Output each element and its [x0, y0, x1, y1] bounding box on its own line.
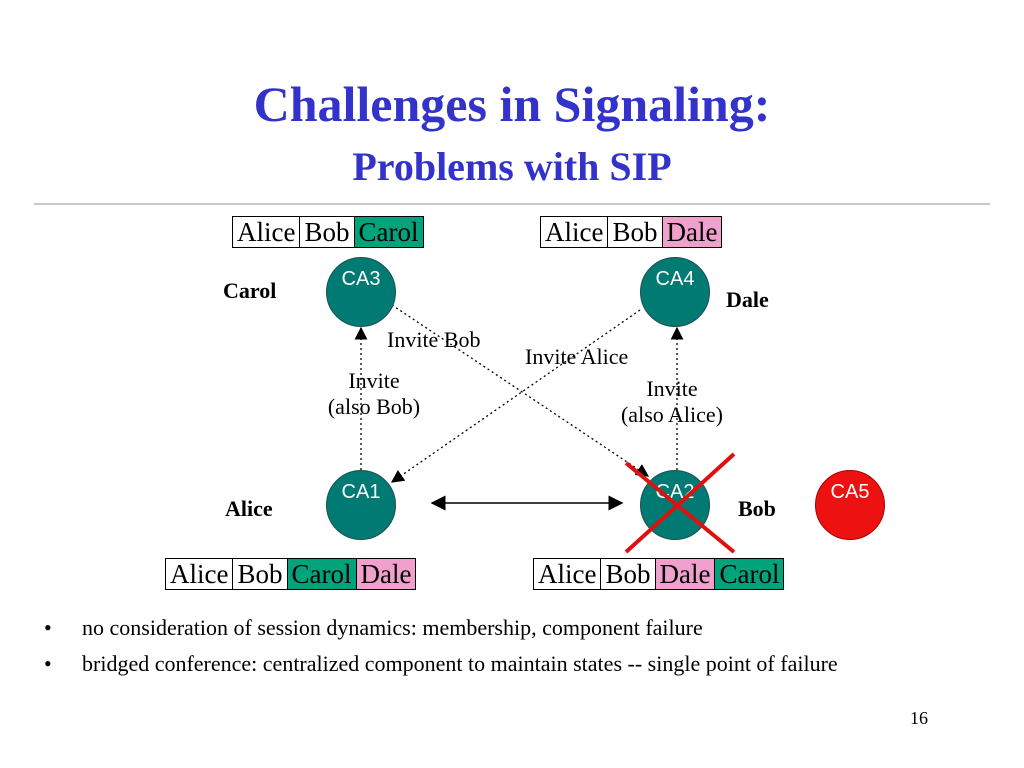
cell-bob: Bob: [233, 559, 288, 589]
edge-label-line: (also Bob): [327, 394, 421, 419]
edge-label-line: (also Alice): [620, 402, 724, 427]
cell-alice: Alice: [534, 559, 602, 589]
edge-label-line: Invite: [646, 376, 698, 401]
table-ca1-members: Alice Bob Carol Dale: [165, 558, 417, 590]
edge-label-line: Invite: [348, 368, 400, 393]
cell-bob: Bob: [608, 217, 663, 247]
slide-subtitle: Problems with SIP: [352, 144, 672, 189]
edge-label-invite-also-bob: Invite (also Bob): [304, 368, 444, 420]
bullet-dot-icon: •: [44, 615, 52, 640]
cell-bob: Bob: [601, 559, 656, 589]
bullet-item: • no consideration of session dynamics: …: [44, 612, 994, 644]
cell-carol: Carol: [354, 217, 423, 247]
cell-alice: Alice: [541, 217, 609, 247]
arrow-ca3-to-ca2: [391, 304, 650, 477]
user-label-dale: Dale: [726, 287, 769, 312]
user-label-alice: Alice: [225, 496, 273, 521]
cell-dale: Dale: [662, 217, 722, 247]
bullet-dot-icon: •: [44, 651, 52, 676]
edge-label-invite-also-alice: Invite (also Alice): [597, 376, 747, 428]
table-ca4-members: Alice Bob Dale: [540, 216, 723, 248]
table-ca2-members: Alice Bob Dale Carol: [533, 558, 785, 590]
node-ca4: CA4: [640, 257, 710, 327]
table-ca3-members: Alice Bob Carol: [232, 216, 424, 248]
bullet-text: bridged conference: centralized componen…: [82, 651, 838, 676]
page-number: 16: [910, 708, 928, 728]
cell-bob: Bob: [300, 217, 355, 247]
slide-title: Challenges in Signaling:: [253, 76, 771, 132]
node-ca1: CA1: [326, 470, 396, 540]
node-ca5: CA5: [815, 470, 885, 540]
cell-alice: Alice: [233, 217, 301, 247]
bullet-text: no consideration of session dynamics: me…: [82, 615, 703, 640]
user-label-carol: Carol: [223, 278, 277, 303]
cell-dale: Dale: [356, 559, 416, 589]
user-label-bob: Bob: [738, 496, 776, 521]
arrow-ca4-to-ca1: [390, 309, 641, 483]
cell-dale: Dale: [655, 559, 716, 589]
cell-carol: Carol: [287, 559, 357, 589]
bullet-item: • bridged conference: centralized compon…: [44, 648, 994, 680]
node-ca3: CA3: [326, 257, 396, 327]
bullet-list: • no consideration of session dynamics: …: [44, 612, 994, 684]
cell-carol: Carol: [715, 559, 784, 589]
edge-label-invite-bob: Invite Bob: [387, 327, 481, 352]
title-divider: [34, 203, 990, 205]
edge-label-invite-alice: Invite Alice: [525, 344, 629, 369]
cell-alice: Alice: [166, 559, 234, 589]
